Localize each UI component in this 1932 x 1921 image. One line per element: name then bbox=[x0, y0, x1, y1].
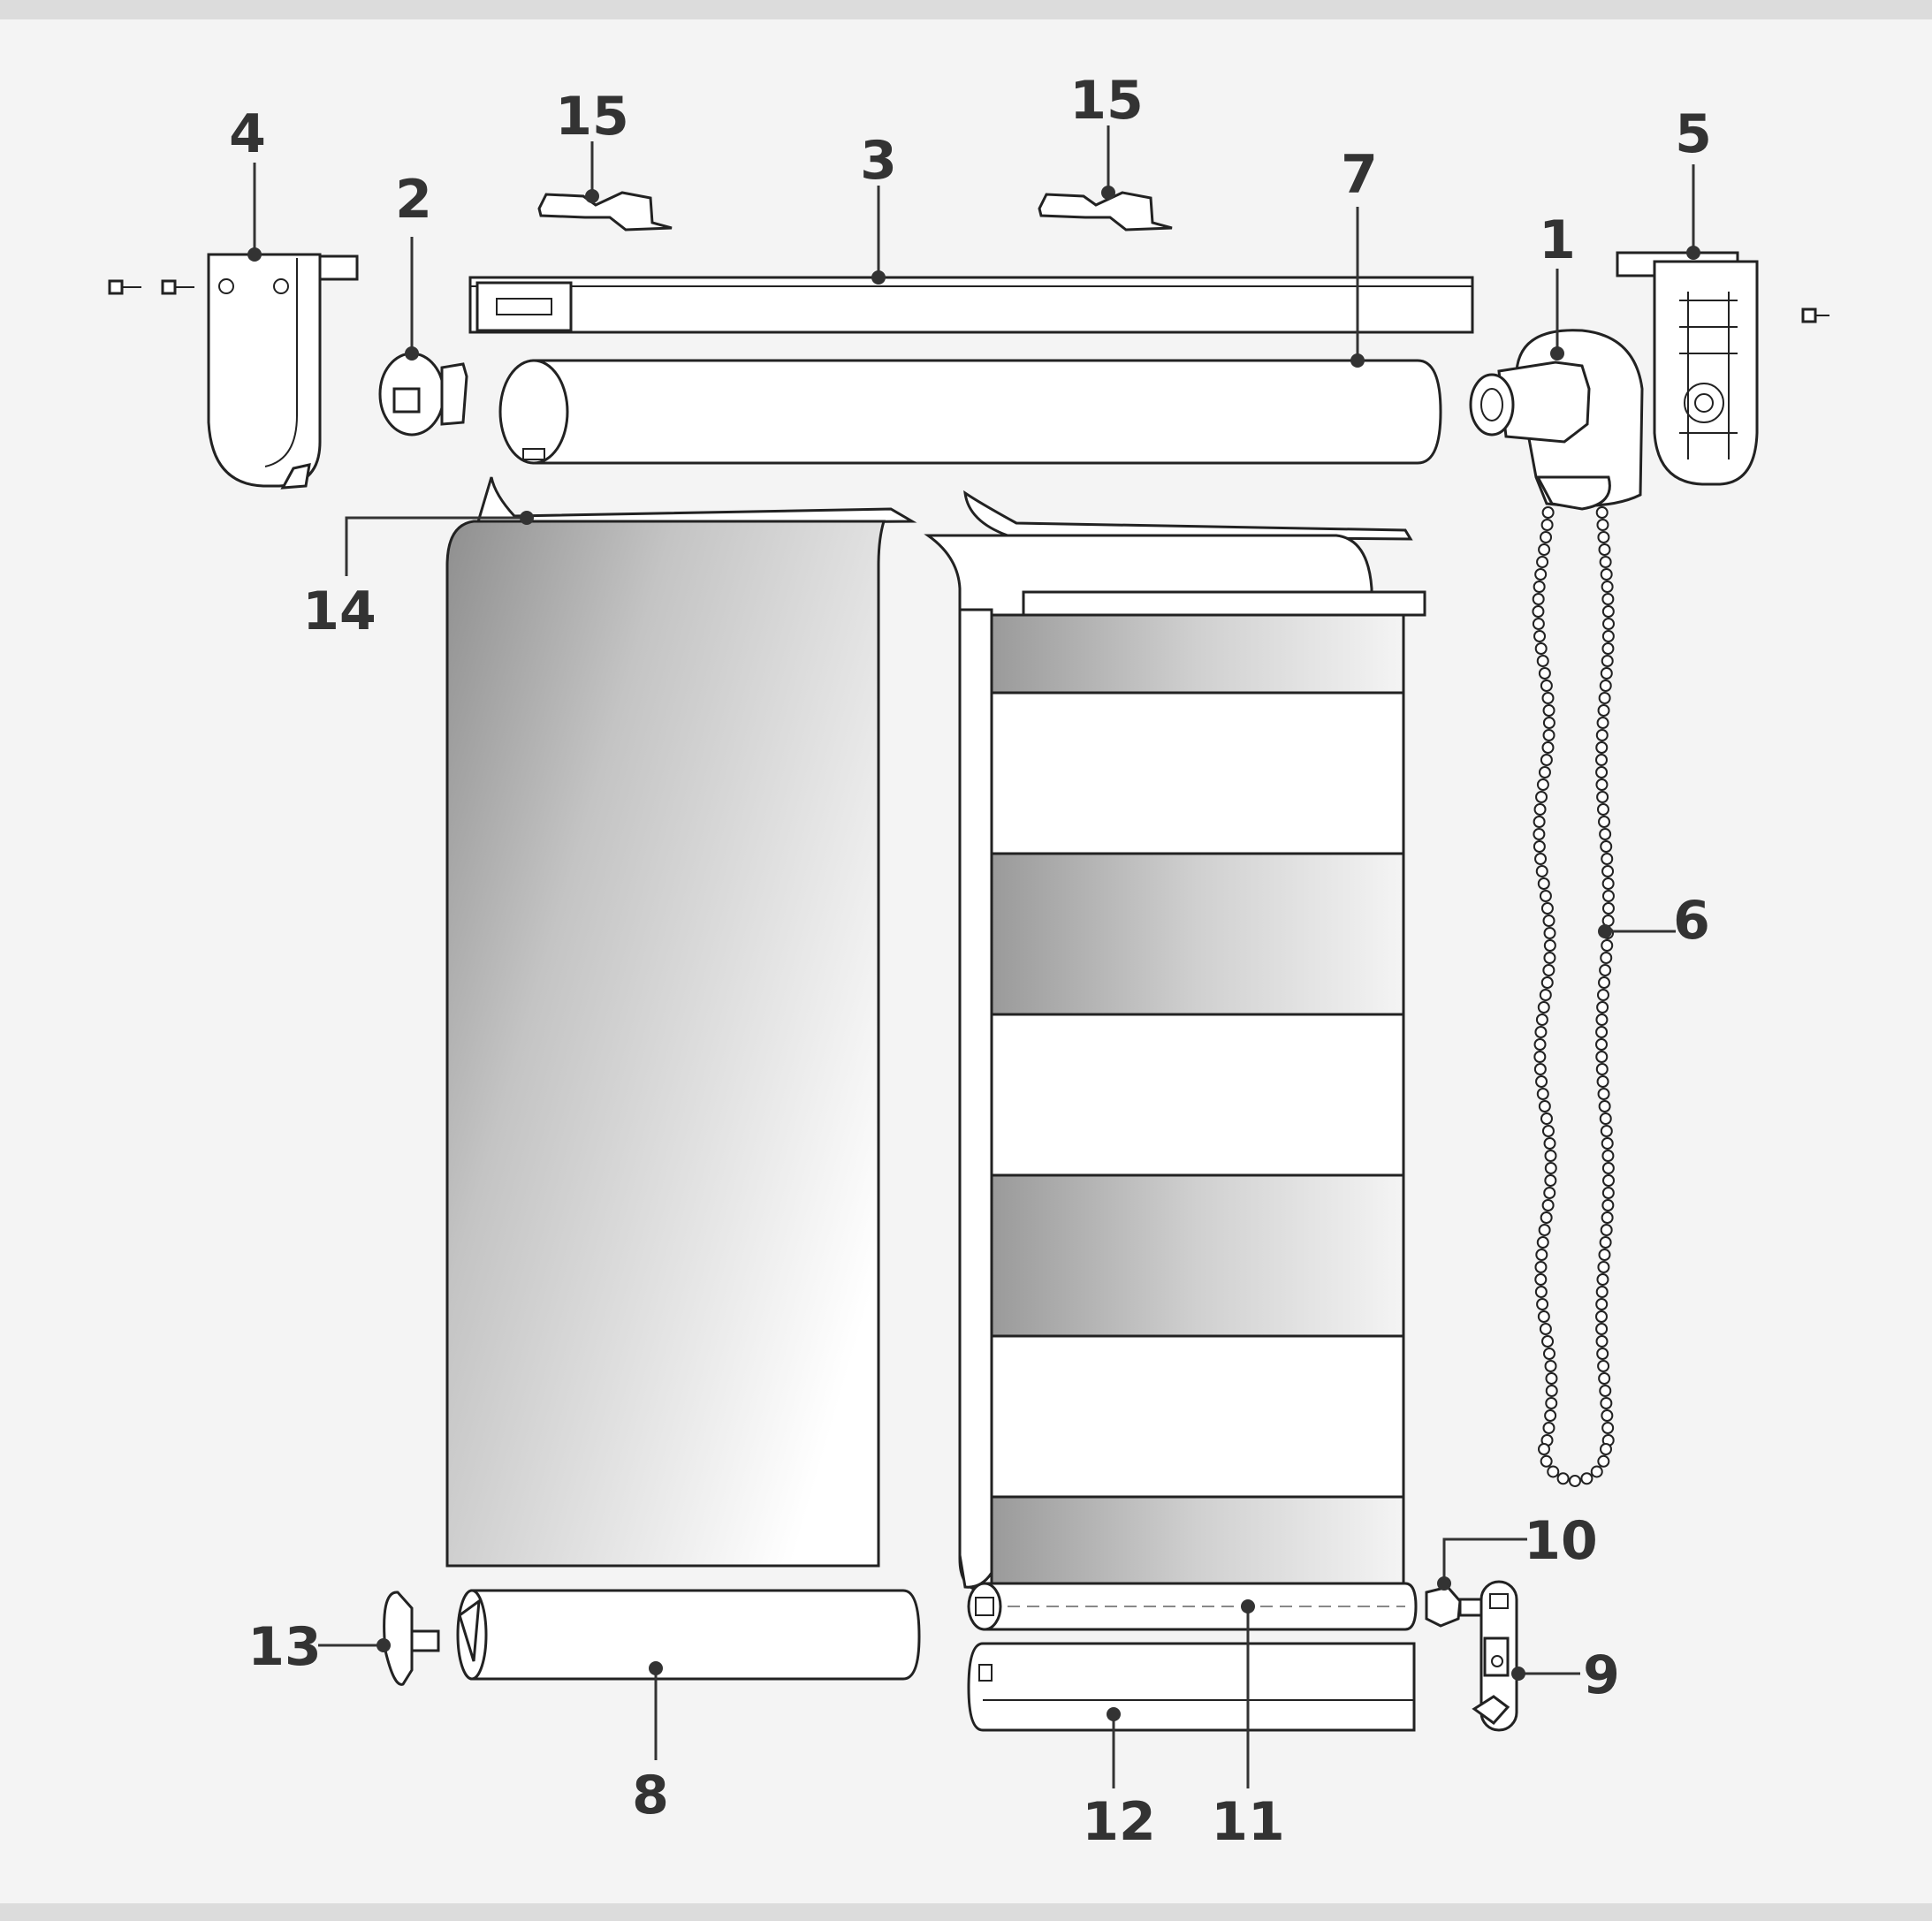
label-6: 6 bbox=[1673, 890, 1710, 952]
label-14: 14 bbox=[302, 581, 377, 642]
leader-10 bbox=[1442, 1538, 1527, 1583]
label-12: 12 bbox=[1082, 1791, 1156, 1853]
label-3: 3 bbox=[860, 130, 897, 192]
leader-dot-13 bbox=[377, 1638, 391, 1652]
label-15-right: 15 bbox=[1069, 70, 1144, 132]
part-12-bottom-rail bbox=[967, 1642, 1416, 1732]
label-13: 13 bbox=[247, 1616, 322, 1678]
leader-dot-12 bbox=[1107, 1707, 1121, 1721]
leader-dot-1 bbox=[1550, 346, 1564, 361]
leader-dot-15a bbox=[585, 189, 599, 203]
screw-left-1 bbox=[108, 279, 141, 295]
leader-dot-4 bbox=[247, 247, 262, 262]
label-1: 1 bbox=[1539, 209, 1576, 271]
part-3-headrail bbox=[468, 276, 1474, 334]
label-11: 11 bbox=[1211, 1791, 1285, 1853]
label-15-left: 15 bbox=[555, 86, 629, 148]
leader-dot-11 bbox=[1241, 1599, 1255, 1613]
part-14-fabric-strip bbox=[475, 476, 1413, 541]
leader-dot-8 bbox=[649, 1661, 663, 1675]
leader-dot-9 bbox=[1511, 1667, 1525, 1681]
part-9-chain-connector bbox=[1472, 1580, 1518, 1732]
part-6-bead-chain bbox=[1532, 506, 1615, 1487]
leader-dot-7 bbox=[1350, 353, 1365, 368]
label-5: 5 bbox=[1675, 103, 1712, 165]
leader-dot-2 bbox=[405, 346, 419, 361]
leader-dot-6 bbox=[1598, 924, 1612, 938]
part-15-clip-right bbox=[1038, 191, 1173, 232]
leader-14 bbox=[345, 516, 527, 576]
part-4-left-bracket bbox=[207, 253, 359, 490]
part-8-fabric-left bbox=[445, 520, 886, 1568]
label-2: 2 bbox=[395, 169, 432, 231]
label-8: 8 bbox=[632, 1765, 669, 1826]
leader-dot-3 bbox=[871, 270, 886, 285]
part-2-idler-end bbox=[378, 352, 468, 437]
leader-dot-5 bbox=[1686, 246, 1700, 260]
frame-bottom-bar bbox=[0, 1903, 1932, 1921]
part-15-clip-left bbox=[537, 191, 673, 232]
part-8-bottom-bar bbox=[456, 1589, 921, 1681]
leader-lines bbox=[247, 125, 1700, 1788]
part-1-control-unit bbox=[1469, 329, 1644, 511]
screw-right bbox=[1801, 308, 1829, 323]
screw-left-2 bbox=[161, 279, 194, 295]
label-9: 9 bbox=[1583, 1644, 1620, 1706]
label-7: 7 bbox=[1341, 144, 1378, 206]
part-11-bottom-tube bbox=[967, 1582, 1418, 1631]
leader-dot-10 bbox=[1437, 1576, 1451, 1591]
part-7-roller-tube bbox=[498, 359, 1442, 465]
label-4: 4 bbox=[229, 103, 266, 165]
leader-dot-14 bbox=[520, 511, 534, 525]
leader-dot-15b bbox=[1101, 186, 1115, 200]
part-5-right-bracket bbox=[1616, 251, 1759, 486]
label-10: 10 bbox=[1524, 1510, 1598, 1572]
frame-top-bar bbox=[0, 0, 1932, 19]
part-13-end-cap bbox=[383, 1591, 440, 1686]
part-labels: 1 2 3 4 5 6 7 8 9 10 11 12 13 14 15 15 bbox=[229, 70, 1712, 1853]
zebra-fabric bbox=[924, 534, 1426, 1592]
